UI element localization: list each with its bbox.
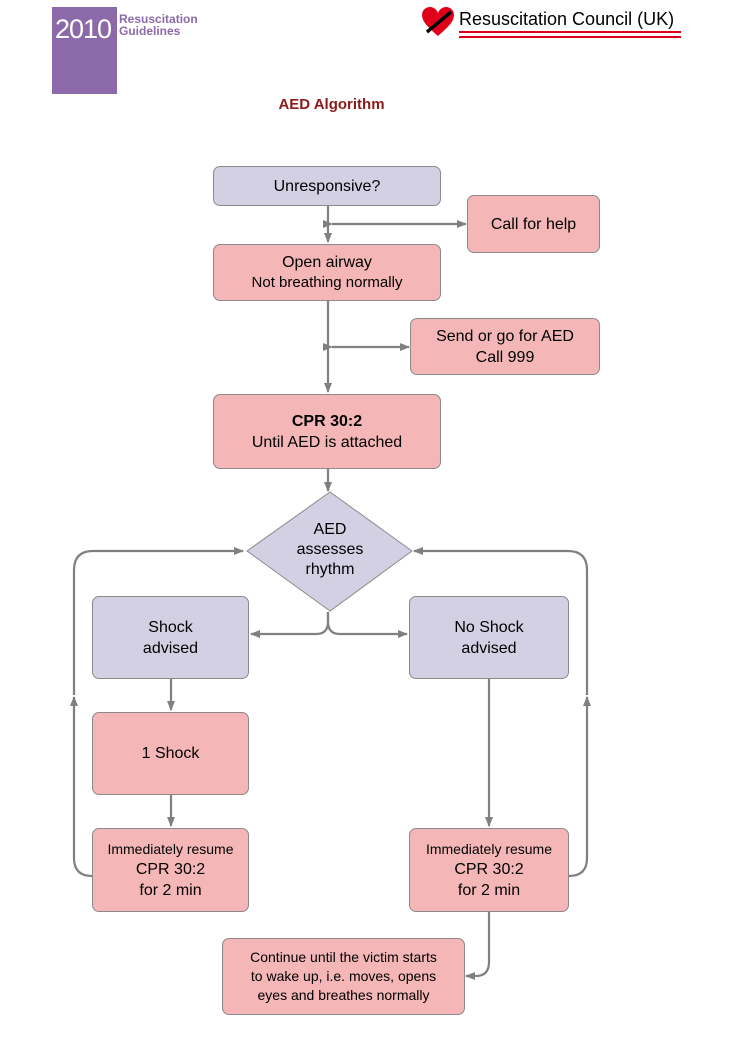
unresponsive-label: Unresponsive?: [273, 177, 381, 195]
loop-right-up: [568, 696, 591, 878]
continue-label-2: to wake up, i.e. moves, opens: [250, 968, 437, 984]
call-for-help-box: Call for help: [467, 195, 600, 253]
shock-advised-box: Shock advised: [92, 596, 249, 679]
no-shock-advised-box: No Shock advised: [409, 596, 569, 679]
arrow-to-no-shock-advised: [326, 612, 408, 638]
logo-title: Resuscitation Guidelines: [119, 13, 198, 37]
page-title: AED Algorithm: [278, 96, 385, 113]
logo-line-1: Resuscitation: [119, 12, 198, 26]
cpr-until-aed-label: Until AED is attached: [251, 433, 403, 451]
resume-right-label-2: CPR 30:2: [454, 860, 524, 878]
header-rule: [459, 31, 681, 33]
heart-icon: [422, 7, 454, 36]
loop-right-top: [413, 547, 589, 695]
resume-cpr-right-box: Immediately resume CPR 30:2 for 2 min: [409, 828, 569, 912]
open-airway-label: Open airway: [282, 254, 372, 271]
not-breathing-label: Not breathing normally: [251, 274, 403, 291]
shock-advised-label-2: advised: [142, 639, 199, 657]
cpr-label: CPR 30:2: [291, 412, 363, 430]
resume-cpr-left-box: Immediately resume CPR 30:2 for 2 min: [92, 828, 249, 912]
call-for-help-label: Call for help: [490, 215, 577, 233]
resume-left-label-3: for 2 min: [139, 881, 202, 899]
arrow-to-shock-advised: [250, 612, 330, 638]
aed-label-line-3: rhythm: [305, 561, 355, 578]
resume-right-label-3: for 2 min: [457, 881, 521, 899]
unresponsive-box: Unresponsive?: [213, 166, 441, 206]
logo-year: 2010: [55, 14, 112, 44]
cpr-box: CPR 30:2 Until AED is attached: [213, 394, 441, 469]
no-shock-advised-label-2: advised: [461, 639, 517, 657]
one-shock-box: 1 Shock: [92, 712, 249, 795]
send-for-aed-label: Send or go for AED: [436, 327, 574, 345]
resume-left-label-2: CPR 30:2: [135, 860, 206, 878]
open-airway-box: Open airway Not breathing normally: [213, 244, 441, 301]
continue-box: Continue until the victim starts to wake…: [222, 938, 465, 1015]
aed-decision-diamond: [246, 491, 413, 612]
continue-label-1: Continue until the victim starts: [250, 949, 437, 965]
logo-line-2: Guidelines: [119, 24, 181, 38]
shock-advised-label-1: Shock: [148, 618, 193, 636]
guidelines-logo: [52, 7, 117, 94]
aed-label-line-1: AED: [313, 521, 347, 538]
no-shock-advised-label-1: No Shock: [454, 618, 524, 636]
resume-right-label-1: Immediately resume: [425, 840, 553, 857]
aed-decision-label: AED assesses rhythm: [280, 520, 380, 580]
aed-label-line-2: assesses: [296, 541, 364, 558]
org-name: Resuscitation Council (UK): [459, 9, 675, 29]
continue-label-3: eyes and breathes normally: [257, 987, 430, 1003]
header-rule: [459, 36, 681, 38]
one-shock-label: 1 Shock: [141, 745, 200, 762]
loop-left-top: [72, 547, 244, 695]
loop-left-up: [70, 696, 93, 878]
resume-left-label-1: Immediately resume: [107, 840, 234, 857]
call-999-label: Call 999: [475, 348, 535, 366]
arrow-resume-to-continue: [465, 912, 491, 980]
send-for-aed-box: Send or go for AED Call 999: [410, 318, 600, 375]
